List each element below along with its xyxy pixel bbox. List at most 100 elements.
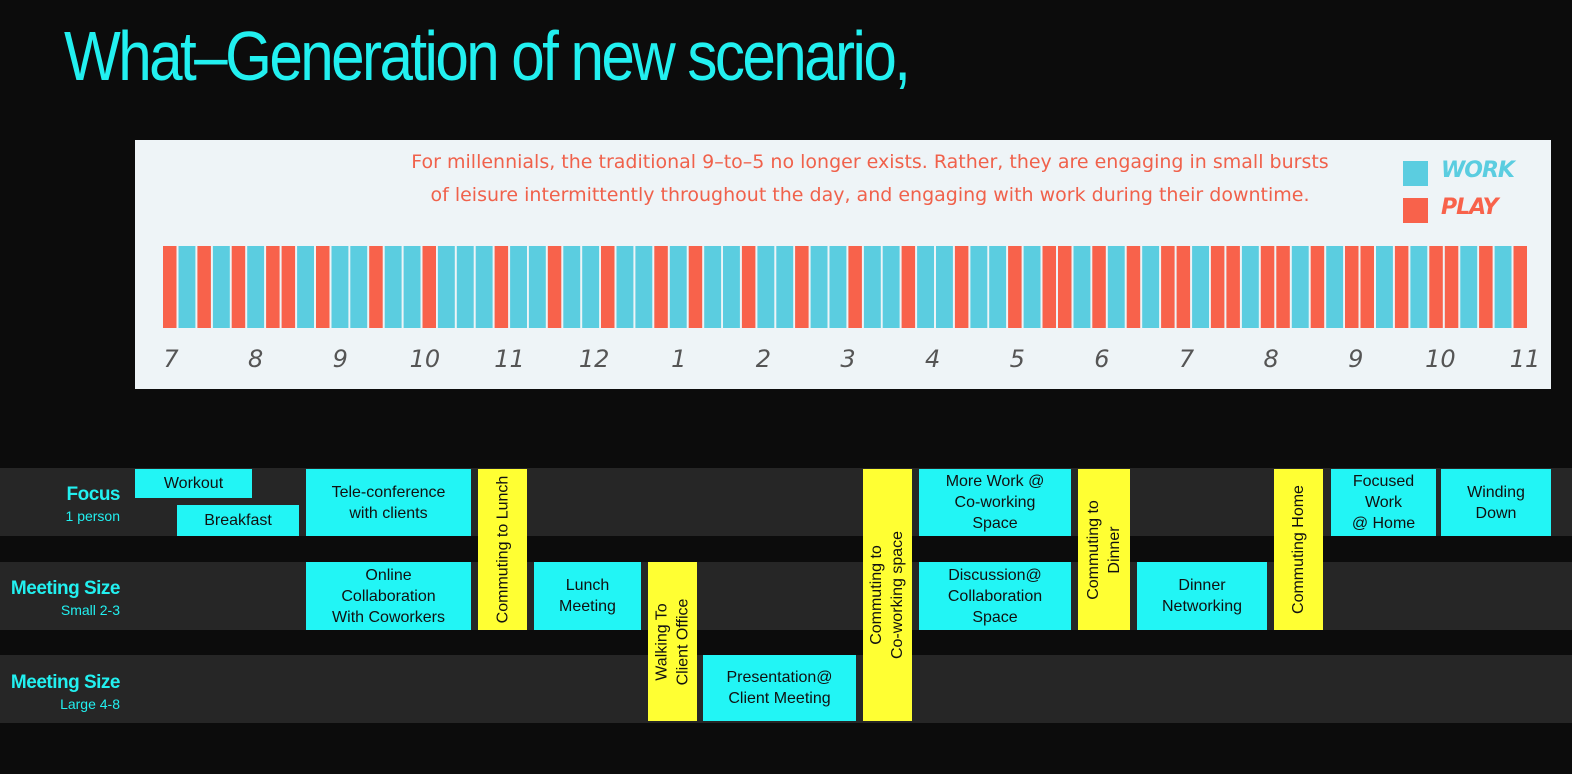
- hour-label: 12: [578, 345, 610, 373]
- work-bar: [247, 246, 265, 328]
- play-bar: [316, 246, 330, 328]
- play-bar: [688, 246, 703, 328]
- play-bar: [1345, 246, 1359, 328]
- chart-caption: For millennials, the traditional 9–to–5 …: [335, 146, 1405, 212]
- play-bar: [1429, 246, 1443, 328]
- play-bar: [231, 246, 246, 328]
- legend-play-label: PLAY: [1441, 195, 1499, 220]
- play-bar: [547, 246, 562, 328]
- work-bar: [917, 246, 934, 328]
- caption-line-1: For millennials, the traditional 9–to–5 …: [411, 151, 1329, 173]
- work-play-timeline-bars: [163, 246, 1527, 328]
- activity-presentation: Presentation@ Client Meeting: [703, 655, 856, 721]
- hour-label: 9: [1348, 345, 1364, 373]
- work-bar: [437, 246, 455, 328]
- row-label-focus: Focus 1 person: [65, 484, 121, 524]
- play-bar: [1479, 246, 1493, 328]
- work-bar: [1023, 246, 1041, 328]
- work-bar: [1192, 246, 1209, 328]
- hour-label: 7: [1178, 345, 1195, 373]
- activity-more-work: More Work @ Co-working Space: [919, 469, 1071, 536]
- work-bar: [1291, 246, 1309, 328]
- hour-label: 8: [247, 345, 264, 373]
- work-bar: [1460, 246, 1478, 328]
- hour-label: 8: [1263, 345, 1279, 373]
- work-bar: [582, 246, 600, 328]
- play-bar: [1126, 246, 1141, 328]
- work-bar: [863, 246, 881, 328]
- legend-play-swatch: [1403, 198, 1428, 223]
- play-bar: [654, 246, 668, 328]
- hour-label: 11: [1509, 345, 1541, 373]
- work-bar: [723, 246, 740, 328]
- play-bar: [1161, 246, 1175, 328]
- work-bar: [384, 246, 402, 328]
- work-bar: [829, 246, 847, 328]
- work-bar: [882, 246, 900, 328]
- work-bar: [810, 246, 828, 328]
- play-bar: [1210, 246, 1225, 328]
- play-bar: [601, 246, 615, 328]
- work-bar: [528, 246, 546, 328]
- activity-lunch-meeting: Lunch Meeting: [534, 562, 641, 630]
- activity-winding-down: Winding Down: [1441, 469, 1551, 536]
- hour-label: 6: [1094, 345, 1110, 373]
- activity-online-collaboration: Online Collaboration With Coworkers: [306, 562, 471, 630]
- play-bar: [1310, 246, 1325, 328]
- page-title: What–Generation of new scenario,: [64, 17, 911, 95]
- activity-teleconference: Tele-conference with clients: [306, 469, 471, 536]
- work-bar: [456, 246, 474, 328]
- work-bar: [331, 246, 349, 328]
- work-bar: [989, 246, 1007, 328]
- play-bar: [848, 246, 862, 328]
- caption-line-2: of leisure intermittently throughout the…: [430, 184, 1310, 206]
- work-bar: [757, 246, 775, 328]
- play-bar: [197, 246, 211, 328]
- hour-label: 10: [1425, 345, 1456, 373]
- play-bar: [1444, 246, 1459, 328]
- work-bar: [1376, 246, 1393, 328]
- work-bar: [1107, 246, 1125, 328]
- work-bar: [178, 246, 196, 328]
- hour-label: 7: [163, 345, 179, 373]
- play-bar: [1226, 246, 1240, 328]
- row-label-meeting-large: Meeting Size Large 4-8: [10, 672, 121, 712]
- row-label-meeting-small: Meeting Size Small 2-3: [10, 578, 121, 618]
- play-bar: [1394, 246, 1409, 328]
- hour-label: 2: [755, 345, 772, 373]
- play-bar: [795, 246, 809, 328]
- activity-focused-work: Focused Work @ Home: [1331, 469, 1436, 536]
- play-bar: [901, 246, 916, 328]
- play-bar: [1276, 246, 1290, 328]
- commute-to-lunch: Commuting to Lunch: [478, 469, 527, 630]
- play-bar: [163, 246, 177, 328]
- play-bar: [1008, 246, 1022, 328]
- play-bar: [1042, 246, 1056, 328]
- activity-dinner-networking: Dinner Networking: [1137, 562, 1267, 630]
- work-bar: [1073, 246, 1091, 328]
- play-bar: [281, 246, 296, 328]
- hour-label: 9: [332, 345, 348, 373]
- play-bar: [1513, 246, 1527, 328]
- row-band-meeting-small: [0, 562, 1572, 630]
- work-bar: [212, 246, 230, 328]
- work-bar: [563, 246, 581, 328]
- work-bar: [297, 246, 314, 328]
- commute-to-dinner: Commuting to Dinner: [1078, 469, 1130, 630]
- activity-breakfast: Breakfast: [177, 505, 299, 536]
- work-bar: [635, 246, 653, 328]
- work-bar: [616, 246, 634, 328]
- legend-work-swatch: [1403, 161, 1428, 186]
- work-bar: [510, 246, 527, 328]
- hour-label: 10: [409, 345, 441, 373]
- play-bar: [266, 246, 280, 328]
- work-bar: [1142, 246, 1160, 328]
- hour-label: 4: [924, 345, 941, 373]
- play-bar: [1092, 246, 1106, 328]
- work-bar: [1410, 246, 1428, 328]
- work-bar: [403, 246, 421, 328]
- legend-work-label: WORK: [1441, 158, 1515, 183]
- activity-workout: Workout: [135, 469, 252, 498]
- work-bar: [936, 246, 953, 328]
- play-bar: [1058, 246, 1072, 328]
